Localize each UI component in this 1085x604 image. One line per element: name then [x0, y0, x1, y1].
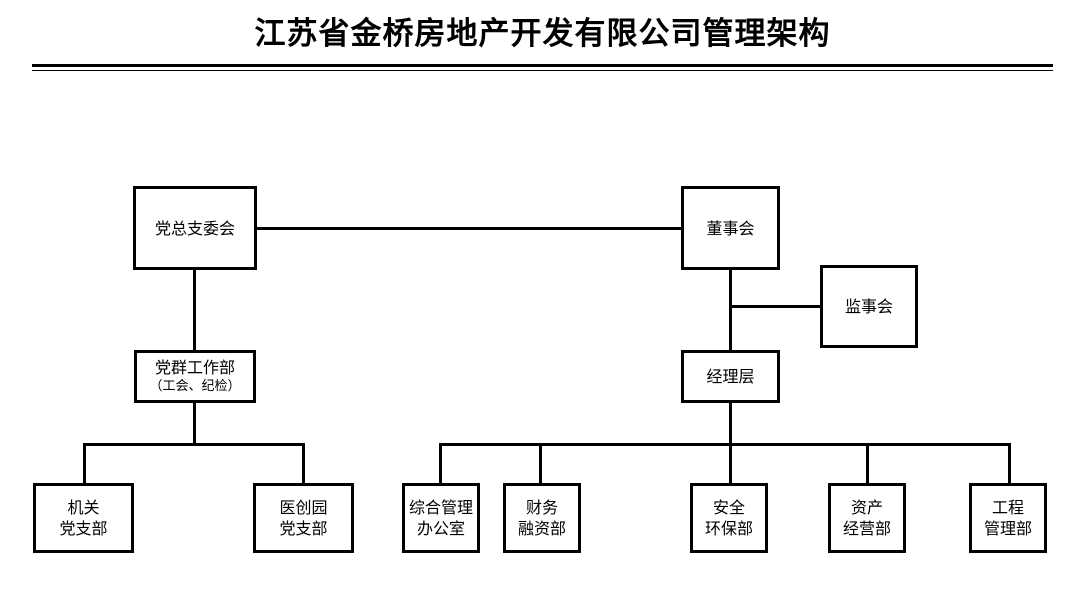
node-label-line2: 办公室	[416, 519, 465, 538]
node-label-line1: 党群工作部	[154, 358, 235, 377]
node-label-line2: （工会、纪检）	[149, 379, 241, 394]
edge-left-bus	[83, 443, 305, 446]
title-block: 江苏省金桥房地产开发有限公司管理架构	[0, 0, 1085, 80]
edge-drop-finance	[539, 443, 542, 485]
node-party-committee[interactable]: 党总支委会	[133, 186, 257, 270]
node-label-line1: 董事会	[706, 218, 755, 238]
node-branch-yichuangyuan[interactable]: 医创园 党支部	[253, 483, 354, 553]
title-rule-thin	[32, 70, 1053, 71]
node-label-line1: 安全	[712, 498, 745, 517]
node-label-line1: 经理层	[706, 367, 755, 386]
edge-management-down	[729, 402, 732, 446]
edge-drop-engineering	[1008, 443, 1011, 485]
node-board-of-directors[interactable]: 董事会	[681, 186, 780, 270]
edge-party-committee-to-board	[255, 227, 682, 230]
node-label-line1: 机关	[67, 498, 100, 517]
edge-party-work-dept-down	[193, 402, 196, 446]
page-title: 江苏省金桥房地产开发有限公司管理架构	[254, 16, 831, 52]
edge-right-bus	[439, 443, 1011, 446]
node-label-line1: 医创园	[279, 498, 328, 517]
node-safety-environment-department[interactable]: 安全 环保部	[690, 483, 768, 553]
node-board-of-supervisors[interactable]: 监事会	[820, 265, 918, 348]
title-rule-thick	[32, 64, 1053, 67]
node-label-line2: 管理部	[983, 519, 1032, 538]
node-label-line1: 财务	[525, 498, 558, 517]
edge-board-to-management	[729, 268, 732, 352]
node-label-line1: 监事会	[844, 297, 893, 316]
node-management-level[interactable]: 经理层	[681, 350, 780, 403]
node-label-line1: 工程	[991, 498, 1024, 517]
node-branch-agency[interactable]: 机关 党支部	[33, 483, 134, 553]
edge-drop-safety	[729, 443, 732, 485]
node-label-line2: 融资部	[517, 519, 566, 538]
node-asset-operation-department[interactable]: 资产 经营部	[828, 483, 906, 553]
node-label-line2: 党支部	[59, 519, 108, 538]
edge-drop-branch-yichuang	[302, 443, 305, 485]
node-finance-department[interactable]: 财务 融资部	[503, 483, 581, 553]
edge-drop-branch-agency	[83, 443, 86, 485]
node-general-admin-office[interactable]: 综合管理 办公室	[402, 483, 480, 553]
node-label-line2: 经营部	[842, 519, 891, 538]
node-party-work-department[interactable]: 党群工作部 （工会、纪检）	[134, 350, 256, 403]
node-label-line1: 综合管理	[408, 498, 473, 517]
edge-board-to-supervisors	[729, 305, 822, 308]
edge-drop-general-admin	[439, 443, 442, 485]
node-label-line1: 党总支委会	[154, 218, 235, 238]
node-label-line2: 党支部	[279, 519, 328, 538]
node-label-line2: 环保部	[704, 519, 753, 538]
node-engineering-management-department[interactable]: 工程 管理部	[969, 483, 1047, 553]
edge-party-committee-to-party-work-dept	[193, 268, 196, 352]
node-label-line1: 资产	[850, 498, 883, 517]
edge-drop-asset	[866, 443, 869, 485]
